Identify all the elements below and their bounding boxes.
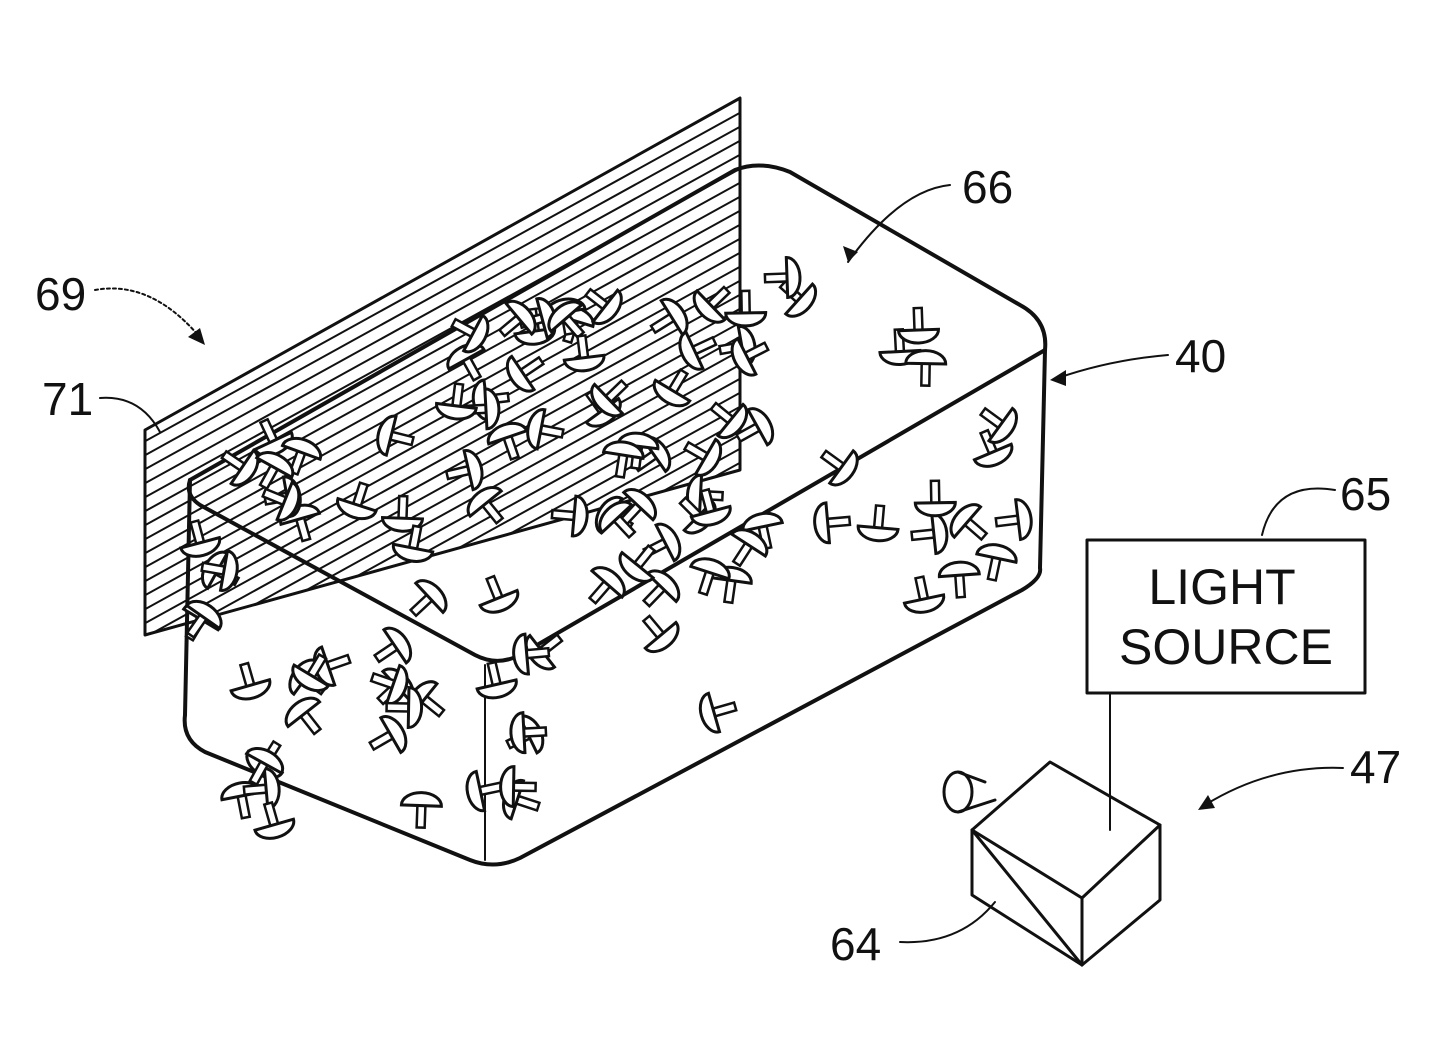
ref-65: 65 xyxy=(1340,468,1391,520)
light-source-box: LIGHT SOURCE xyxy=(1087,540,1365,693)
part-screw xyxy=(280,692,333,744)
part-screw xyxy=(401,792,442,828)
light-source-line1: LIGHT xyxy=(1148,559,1295,615)
ref-47-group: 47 xyxy=(1198,741,1401,810)
ref-71-group: 71 xyxy=(42,373,160,432)
part-screw xyxy=(696,687,741,735)
ref-71: 71 xyxy=(42,373,93,425)
part-screw xyxy=(813,501,851,544)
ref-66-group: 66 xyxy=(843,161,1013,262)
part-screw xyxy=(585,369,638,422)
screen-stripe xyxy=(140,194,745,528)
screen-stripe xyxy=(140,208,745,542)
part-screw xyxy=(857,504,900,542)
ref-69-group: 69 xyxy=(35,268,205,345)
ref-69: 69 xyxy=(35,268,86,320)
part-screw xyxy=(366,622,417,675)
ref-66: 66 xyxy=(962,161,1013,213)
part-screw xyxy=(725,291,766,327)
part-screw xyxy=(910,512,949,555)
part-screw xyxy=(225,659,273,704)
part-screw xyxy=(972,541,1018,584)
ref-47: 47 xyxy=(1350,741,1401,793)
lens-icon xyxy=(944,772,972,812)
part-screw xyxy=(905,350,946,386)
part-screw xyxy=(994,498,1034,542)
light-source-line2: SOURCE xyxy=(1119,619,1333,675)
ref-64-group: 64 xyxy=(830,902,995,970)
part-screw xyxy=(472,570,522,617)
ref-65-group: 65 xyxy=(1262,468,1391,535)
ref-64: 64 xyxy=(830,918,881,970)
part-screw xyxy=(631,606,684,659)
part-screw xyxy=(900,573,946,616)
part-screw xyxy=(362,711,412,763)
part-screw xyxy=(366,658,412,707)
part-screw xyxy=(472,658,519,701)
part-screw xyxy=(764,257,800,298)
screen-stripe xyxy=(140,110,745,444)
screen-stripe xyxy=(140,152,745,486)
camera-unit xyxy=(944,762,1160,965)
ref-40: 40 xyxy=(1175,330,1226,382)
screen-stripe xyxy=(140,250,745,584)
part-screw xyxy=(898,307,939,343)
part-screw xyxy=(971,395,1023,448)
part-screw xyxy=(938,561,980,599)
screen-stripe xyxy=(140,138,745,472)
part-screw xyxy=(524,407,566,453)
part-screw xyxy=(249,798,297,843)
ref-40-group: 40 xyxy=(1050,330,1226,386)
screen-stripe xyxy=(140,488,745,822)
part-screw xyxy=(915,480,956,516)
part-screw xyxy=(334,478,383,524)
